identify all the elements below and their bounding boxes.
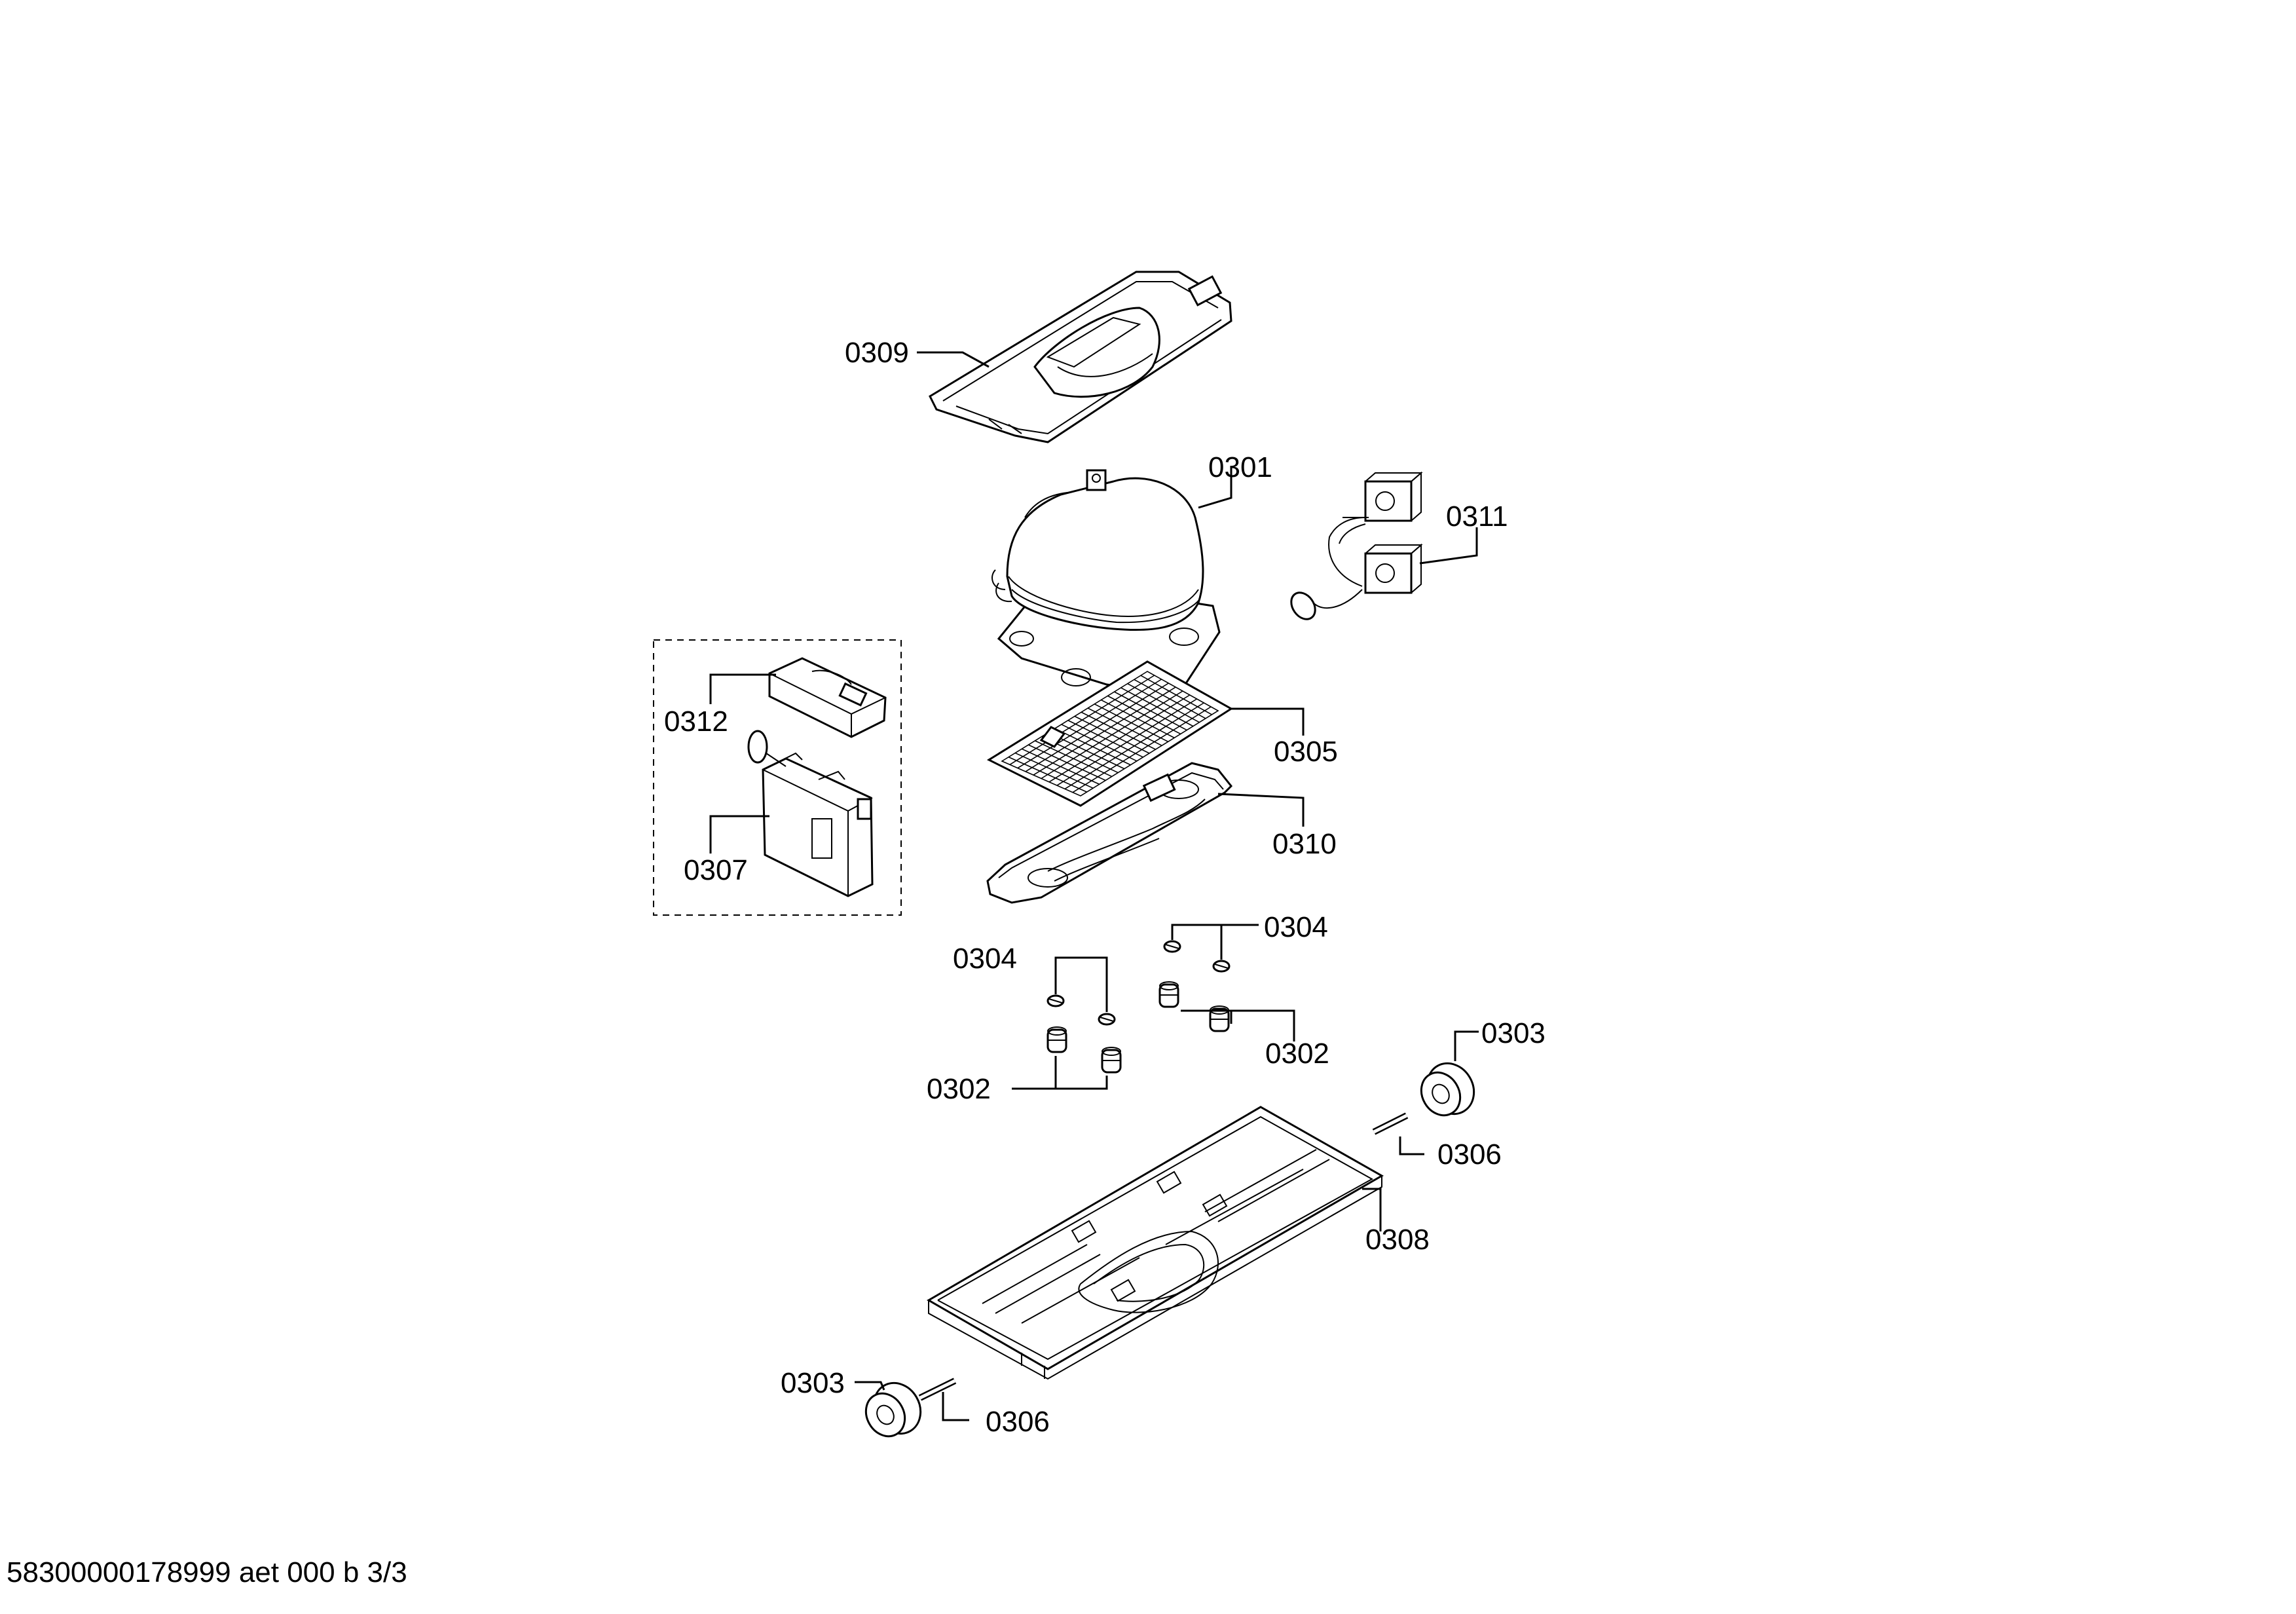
callout-0304-right: 0304 [1264,911,1328,943]
part-0310-drip-tray [986,762,1233,904]
part-0302-grommet-left-1 [1046,1026,1067,1053]
part-0303-wheel-right [1420,1062,1475,1117]
part-0309-cover-tray [929,271,1232,443]
part-0301-compressor [991,469,1221,696]
callout-0304-left: 0304 [953,943,1017,975]
callout-0309: 0309 [845,337,909,369]
part-0302-grommet-right-1 [1158,981,1179,1008]
part-0308-base-plate [927,1106,1384,1380]
callout-0308: 0308 [1365,1224,1430,1256]
part-0303-wheel-left [864,1381,922,1438]
part-0302-grommet-right-2 [1209,1005,1230,1032]
footer-document-id: 58300000178999 aet 000 b 3/3 [7,1556,407,1588]
part-0305-grid-mat [986,660,1233,807]
part-0304-washer-right-2 [1212,960,1231,973]
callout-0307: 0307 [684,854,748,886]
callout-0302-right: 0302 [1265,1038,1329,1070]
callout-0303-right: 0303 [1481,1017,1546,1049]
callout-0310: 0310 [1272,828,1337,860]
callout-0312: 0312 [664,705,728,738]
callout-0303-left: 0303 [781,1367,845,1399]
part-0306-pin-left [918,1378,957,1401]
part-0307-electronic-module [747,730,874,897]
part-0302-grommet-left-2 [1101,1047,1122,1074]
part-0304-washer-right-1 [1163,940,1181,953]
part-0312-module-cover [768,657,887,738]
group-box-electronics [653,639,902,916]
callout-0301: 0301 [1208,451,1272,483]
leader-lines [709,351,1479,1421]
part-0304-washer-left-2 [1098,1013,1116,1026]
callout-0305: 0305 [1274,736,1338,768]
callout-0302-left: 0302 [927,1073,991,1105]
callout-0311: 0311 [1446,500,1508,533]
part-0306-pin-right [1372,1112,1409,1135]
part-0304-washer-left-1 [1046,994,1065,1007]
callout-0306-right: 0306 [1437,1138,1502,1171]
part-0311-starter-relay [1290,471,1423,620]
callout-0306-left: 0306 [986,1406,1050,1438]
